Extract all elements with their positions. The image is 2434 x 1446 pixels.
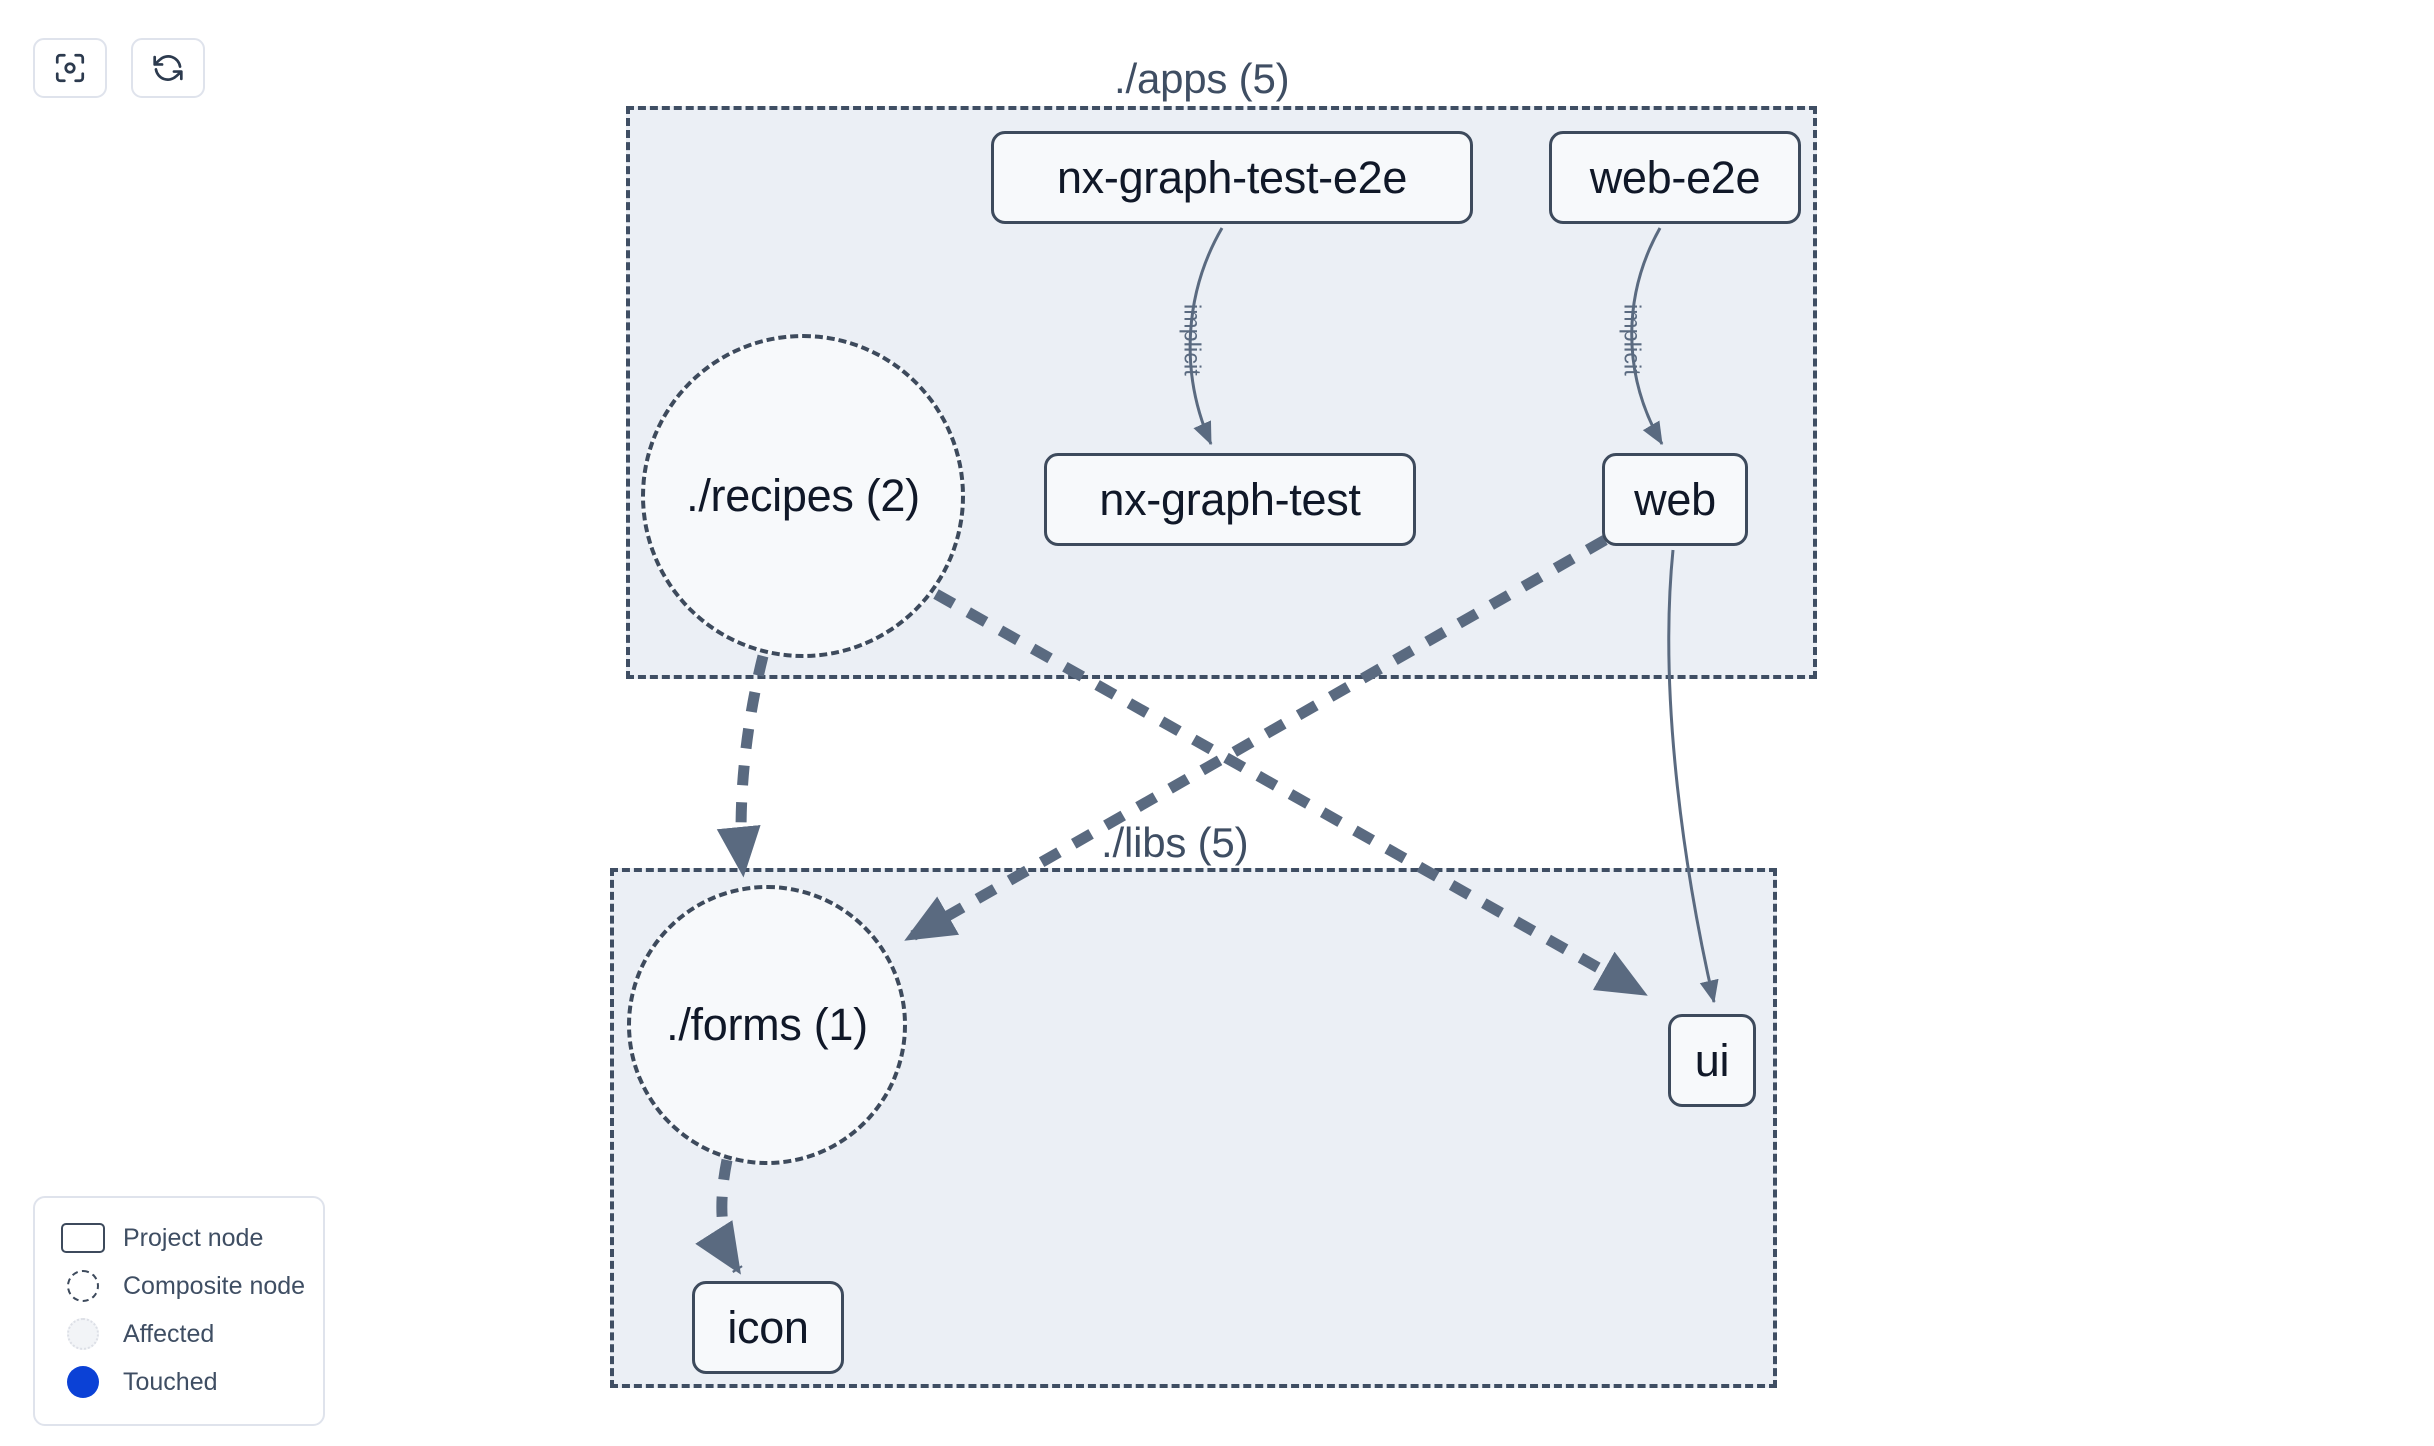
legend-item-composite-node: Composite node: [57, 1262, 305, 1310]
legend-label-touched: Touched: [123, 1367, 218, 1396]
group-label-apps: ./apps (5): [1114, 55, 1290, 102]
node-icon[interactable]: icon: [692, 1281, 844, 1374]
node-ui[interactable]: ui: [1668, 1014, 1756, 1107]
refresh-icon: [151, 51, 185, 85]
refresh-graph-button[interactable]: [131, 38, 205, 98]
graph-toolbar: [33, 38, 205, 98]
legend-label-project-node: Project node: [123, 1223, 264, 1252]
legend-item-touched: Touched: [57, 1358, 301, 1406]
edge-recipes-to-forms: [716, 654, 769, 878]
composite-node-forms[interactable]: ./forms (1): [627, 885, 907, 1165]
legend-item-project-node: Project node: [57, 1214, 301, 1262]
focus-graph-button[interactable]: [33, 38, 107, 98]
project-node-swatch-icon: [57, 1223, 109, 1253]
node-web[interactable]: web: [1602, 453, 1748, 546]
composite-node-swatch-icon: [57, 1270, 109, 1302]
legend-label-affected: Affected: [123, 1319, 215, 1348]
affected-swatch-icon: [57, 1318, 109, 1350]
focus-target-icon: [53, 51, 87, 85]
graph-legend: Project node Composite node Affected Tou…: [33, 1196, 325, 1426]
composite-node-recipes[interactable]: ./recipes (2): [641, 334, 965, 658]
node-web-e2e[interactable]: web-e2e: [1549, 131, 1801, 224]
touched-swatch-icon: [57, 1366, 109, 1398]
legend-item-affected: Affected: [57, 1310, 301, 1358]
node-nx-graph-test-e2e[interactable]: nx-graph-test-e2e: [991, 131, 1473, 224]
group-label-libs: ./libs (5): [1101, 819, 1249, 866]
legend-label-composite-node: Composite node: [123, 1271, 306, 1300]
node-nx-graph-test[interactable]: nx-graph-test: [1044, 453, 1416, 546]
